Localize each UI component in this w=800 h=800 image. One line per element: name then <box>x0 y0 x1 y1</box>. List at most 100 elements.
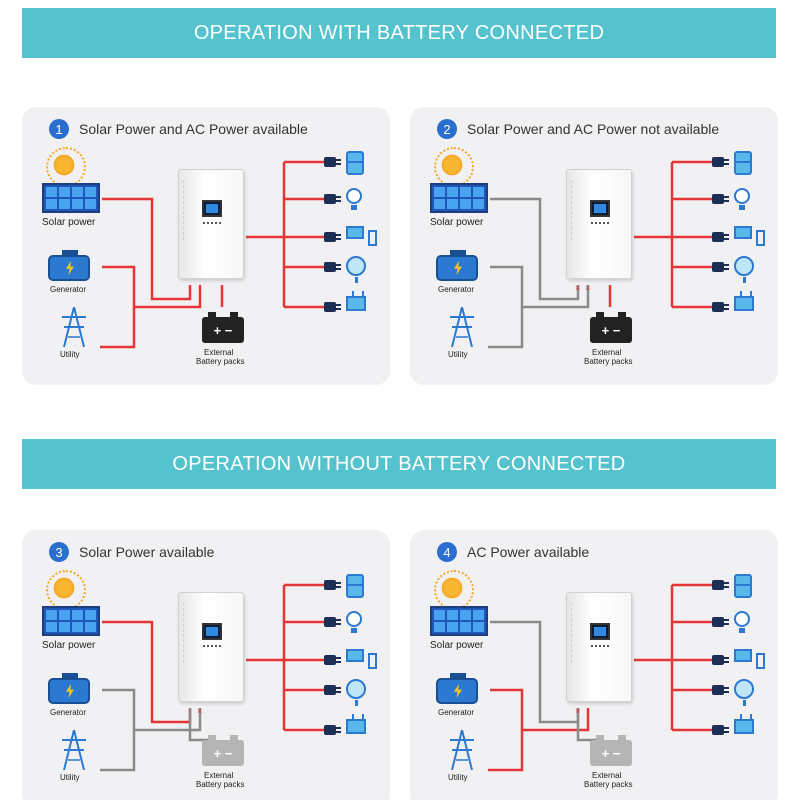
inverter-icon <box>178 592 244 702</box>
bulb-icon <box>346 188 362 210</box>
inverter-buttons <box>203 222 221 225</box>
battery-label-line2: Battery packs <box>196 780 245 789</box>
battery-label-line1: External <box>204 771 234 780</box>
scenario-number-badge: 4 <box>437 542 457 562</box>
plug-icon <box>324 725 341 735</box>
fridge-icon <box>346 151 364 175</box>
fan-icon <box>734 679 754 706</box>
disconnect-mark-1: × <box>585 283 590 293</box>
fridge-icon <box>346 574 364 598</box>
utility-tower-icon <box>448 306 476 348</box>
ac-input-wire <box>522 708 590 732</box>
fridge-icon <box>734 151 752 175</box>
disconnect-mark-0: × <box>575 283 580 293</box>
bulb-icon <box>734 611 750 633</box>
plug-icon <box>324 685 341 695</box>
ac-input-wire <box>134 285 202 309</box>
ac-input-wire <box>522 285 590 309</box>
inverter-icon <box>566 592 632 702</box>
generator-label: Generator <box>438 708 475 717</box>
solar-wire <box>102 620 192 724</box>
wiring-diagram: ×× <box>488 160 716 349</box>
solar-panel-icon <box>42 606 100 636</box>
tv-icon <box>346 296 366 311</box>
inverter-buttons <box>591 645 609 648</box>
inverter-screen <box>590 623 610 640</box>
battery-icon: + − <box>202 312 244 343</box>
plug-icon <box>712 232 729 242</box>
wiring-diagram: × <box>100 583 328 772</box>
inverter-screen <box>202 200 222 217</box>
battery-icon: + − <box>202 735 244 766</box>
wiring-diagram: × <box>488 583 716 772</box>
plug-icon <box>324 262 341 272</box>
solar-panel-icon <box>430 606 488 636</box>
banner-without-battery: OPERATION WITHOUT BATTERY CONNECTED <box>22 439 776 489</box>
generator-label: Generator <box>438 285 475 294</box>
plug-icon <box>324 194 341 204</box>
computer-icon <box>346 226 377 246</box>
plug-icon <box>324 655 341 665</box>
plug-icon <box>712 302 729 312</box>
solar-wire <box>490 197 580 301</box>
sun-icon <box>46 570 86 610</box>
utility-label: Utility <box>60 350 80 359</box>
ac-source-wire <box>100 688 136 772</box>
inverter-vent <box>183 180 189 240</box>
solar-wire <box>490 620 580 724</box>
solar-wire <box>102 197 192 301</box>
solar-label: Solar power <box>42 217 96 228</box>
battery-icon: + − <box>590 312 632 343</box>
fan-icon <box>346 679 366 706</box>
utility-label: Utility <box>448 773 468 782</box>
plug-icon <box>712 157 729 167</box>
bulb-icon <box>346 611 362 633</box>
plug-icon <box>712 655 729 665</box>
computer-icon <box>734 649 765 669</box>
scenario-title-text: Solar Power and AC Power not available <box>467 121 720 137</box>
battery-icon: + − <box>590 735 632 766</box>
plug-icon <box>324 302 341 312</box>
scenario-title-text: Solar Power available <box>79 544 215 560</box>
computer-icon <box>346 649 377 669</box>
inverter-icon <box>566 169 632 279</box>
inverter-screen <box>590 200 610 217</box>
inverter-buttons <box>591 222 609 225</box>
computer-icon <box>734 226 765 246</box>
solar-panel-icon <box>42 183 100 213</box>
solar-label: Solar power <box>430 640 484 651</box>
solar-label: Solar power <box>42 640 96 651</box>
utility-label: Utility <box>60 773 80 782</box>
wiring-diagram <box>100 160 328 349</box>
battery-label-line2: Battery packs <box>584 357 633 366</box>
plug-icon <box>324 580 341 590</box>
sun-icon <box>434 147 474 187</box>
ac-source-wire <box>488 265 524 349</box>
scenario-title-text: Solar Power and AC Power available <box>79 121 308 137</box>
generator-icon <box>48 250 90 281</box>
plug-icon <box>712 580 729 590</box>
tv-icon <box>734 296 754 311</box>
plug-icon <box>324 232 341 242</box>
sun-icon <box>434 570 474 610</box>
generator-icon <box>48 673 90 704</box>
battery-label-line2: Battery packs <box>196 357 245 366</box>
plug-icon <box>712 262 729 272</box>
disconnect-mark-0: × <box>197 706 202 716</box>
sun-icon <box>46 147 86 187</box>
inverter-buttons <box>203 645 221 648</box>
disconnect-mark-0: × <box>575 706 580 716</box>
generator-label: Generator <box>50 285 87 294</box>
fridge-icon <box>734 574 752 598</box>
fan-icon <box>346 256 366 283</box>
generator-icon <box>436 250 478 281</box>
ac-source-wire <box>100 265 136 349</box>
ac-input-wire <box>134 708 202 732</box>
plug-icon <box>712 725 729 735</box>
